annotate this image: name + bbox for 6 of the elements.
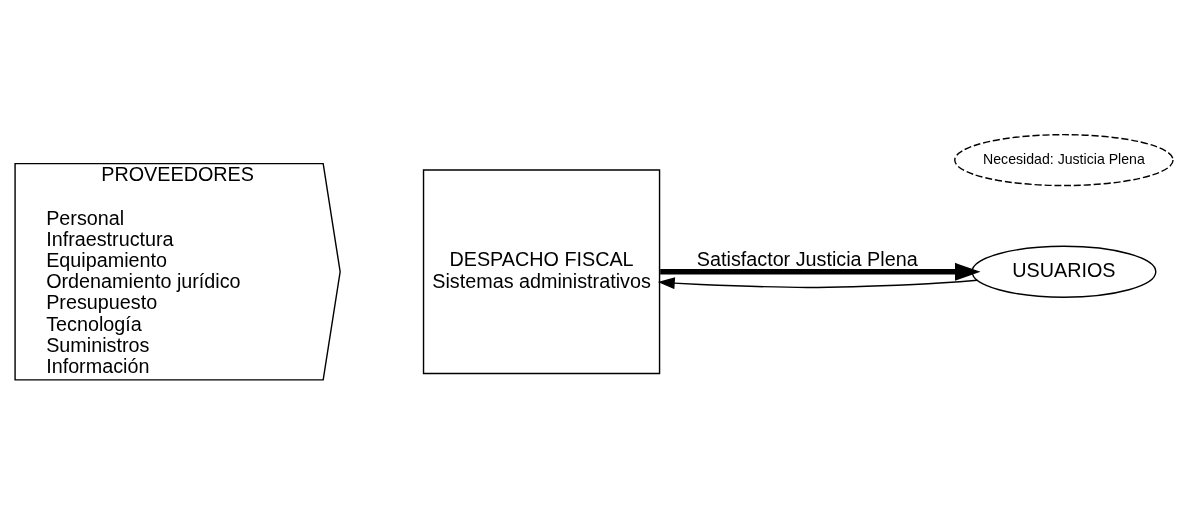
node-ellipse: USUARIOS: [971, 245, 1157, 298]
edge-label: Satisfactor Justicia Plena: [696, 248, 918, 271]
arrow: [657, 277, 979, 290]
arrow: [660, 262, 981, 281]
node-box: DESPACHO FISCAL Sistemas administrativos: [422, 169, 661, 375]
node-ellipse: Necesidad: Justicia Plena: [954, 133, 1174, 187]
